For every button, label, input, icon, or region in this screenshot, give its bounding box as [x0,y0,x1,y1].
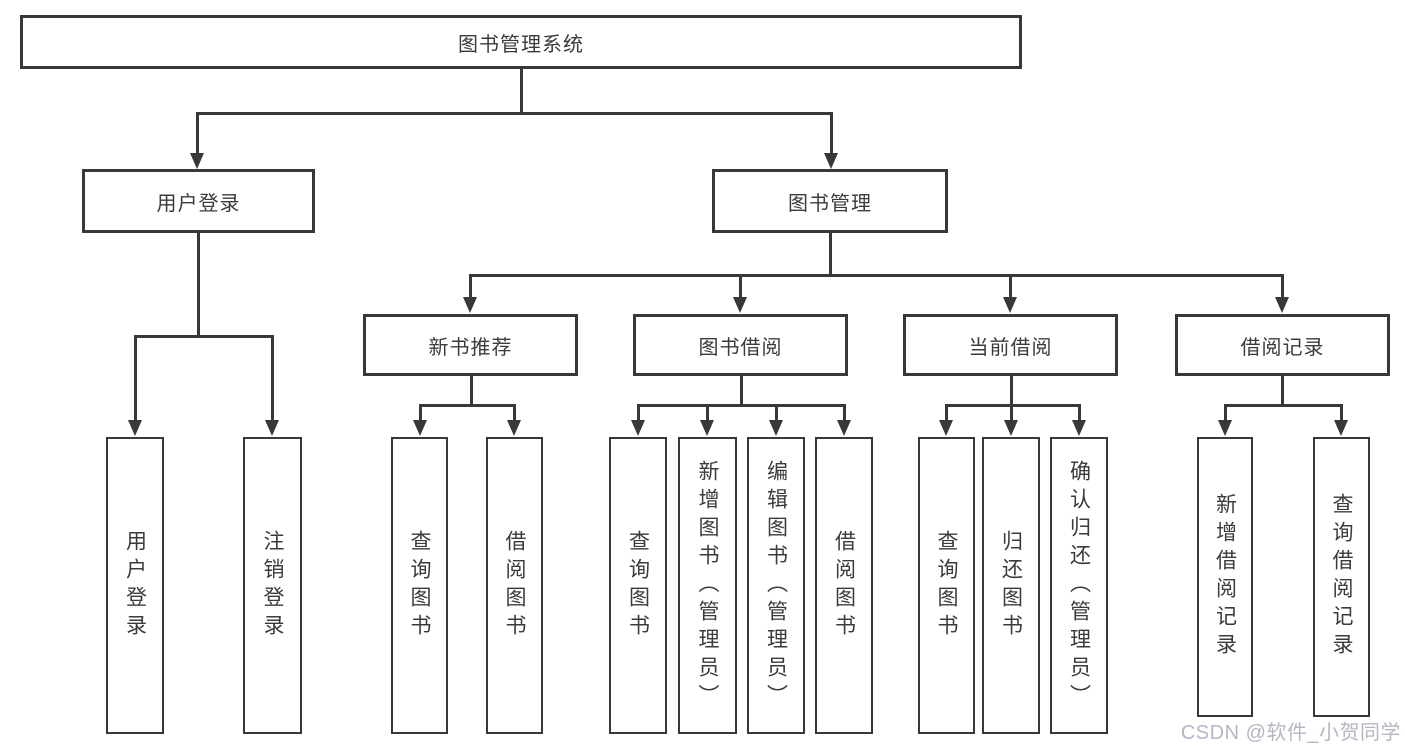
leaf-query-borrow-record: 查询借阅记录 [1313,437,1370,717]
leaf-return-books-label: 归还图书 [999,529,1023,642]
leaf-edit-books-admin-label: 编辑图书（管理员） [764,459,788,712]
connector-line [469,274,472,299]
leaf-edit-books-admin: 编辑图书（管理员） [747,437,805,734]
connector-line [706,404,709,422]
connector-line [1078,404,1081,422]
connector-line [739,274,742,299]
node-book-management-label: 图书管理 [788,192,872,215]
arrow-down-icon [1275,297,1289,313]
arrow-down-icon [1072,420,1086,436]
leaf-query-borrow-record-label: 查询借阅记录 [1330,493,1353,661]
leaf-query-books-current: 查询图书 [918,437,975,734]
connector-line [1224,404,1227,422]
leaf-add-borrow-record-label: 新增借阅记录 [1213,493,1237,661]
leaf-add-borrow-record: 新增借阅记录 [1197,437,1253,717]
connector-line [740,376,743,407]
arrow-down-icon [413,420,427,436]
connector-line [419,404,422,422]
arrow-down-icon [939,420,953,436]
leaf-borrow-books-recommend: 借阅图书 [486,437,543,734]
node-current-borrowing-label: 当前借阅 [968,336,1053,359]
node-current-borrowing: 当前借阅 [903,314,1118,376]
leaf-query-books-borrowing-label: 查询图书 [626,529,650,642]
arrow-down-icon [1004,420,1018,436]
connector-line [419,404,515,407]
arrow-down-icon [733,297,747,313]
arrow-down-icon [507,420,521,436]
leaf-query-books-borrowing: 查询图书 [609,437,667,734]
connector-line [843,404,846,422]
connector-line [197,112,832,115]
arrow-down-icon [128,420,142,436]
connector-line [830,112,833,155]
connector-line [271,335,274,422]
node-borrowing-records-label: 借阅记录 [1240,336,1325,359]
connector-line [1010,376,1013,407]
leaf-add-books-admin: 新增图书（管理员） [678,437,737,734]
leaf-user-login: 用户登录 [106,437,164,734]
connector-line [1281,376,1284,407]
leaf-user-login-label: 用户登录 [123,529,147,642]
arrow-down-icon [837,420,851,436]
leaf-borrow-books-borrowing: 借阅图书 [815,437,873,734]
arrow-down-icon [700,420,714,436]
connector-line [1281,274,1284,299]
node-user-login-label: 用户登录 [156,192,241,215]
leaf-logout-label: 注销登录 [261,529,284,642]
leaf-borrow-books-borrowing-label: 借阅图书 [832,529,856,642]
leaf-confirm-return-admin: 确认归还（管理员） [1050,437,1108,734]
leaf-logout: 注销登录 [243,437,302,734]
connector-line [1010,404,1013,422]
connector-line [775,404,778,422]
arrow-down-icon [824,153,838,169]
arrow-down-icon [1003,297,1017,313]
connector-line [520,68,523,114]
node-user-login: 用户登录 [82,169,315,233]
connector-line [197,233,200,337]
connector-line [1009,274,1012,299]
node-root: 图书管理系统 [20,15,1022,69]
arrow-down-icon [190,153,204,169]
arrow-down-icon [769,420,783,436]
csdn-watermark: CSDN @软件_小贺同学 [1180,722,1401,744]
node-root-label: 图书管理系统 [458,33,584,56]
node-new-book-recommend: 新书推荐 [363,314,578,376]
node-book-management: 图书管理 [712,169,948,233]
connector-line [945,404,1080,407]
arrow-down-icon [631,420,645,436]
arrow-down-icon [265,420,279,436]
node-borrowing-records: 借阅记录 [1175,314,1390,376]
leaf-add-books-admin-label: 新增图书（管理员） [696,459,719,712]
node-book-borrowing-label: 图书借阅 [698,336,783,359]
connector-line [1340,404,1343,422]
leaf-query-books-current-label: 查询图书 [935,529,958,642]
arrow-down-icon [463,297,477,313]
connector-line [637,404,845,407]
connector-line [470,376,473,407]
leaf-query-books-recommend: 查询图书 [391,437,448,734]
connector-line [945,404,948,422]
leaf-return-books: 归还图书 [982,437,1040,734]
connector-line [513,404,516,422]
leaf-confirm-return-admin-label: 确认归还（管理员） [1067,459,1091,712]
connector-line [829,233,832,276]
arrow-down-icon [1218,420,1232,436]
connector-line [134,335,137,422]
leaf-query-books-recommend-label: 查询图书 [408,529,431,642]
node-new-book-recommend-label: 新书推荐 [428,336,513,359]
connector-line [196,112,199,155]
connector-line [637,404,640,422]
arrow-down-icon [1334,420,1348,436]
connector-line [134,335,273,338]
connector-line [469,274,1283,277]
leaf-borrow-books-recommend-label: 借阅图书 [503,529,526,642]
node-book-borrowing: 图书借阅 [633,314,848,376]
connector-line [1224,404,1342,407]
